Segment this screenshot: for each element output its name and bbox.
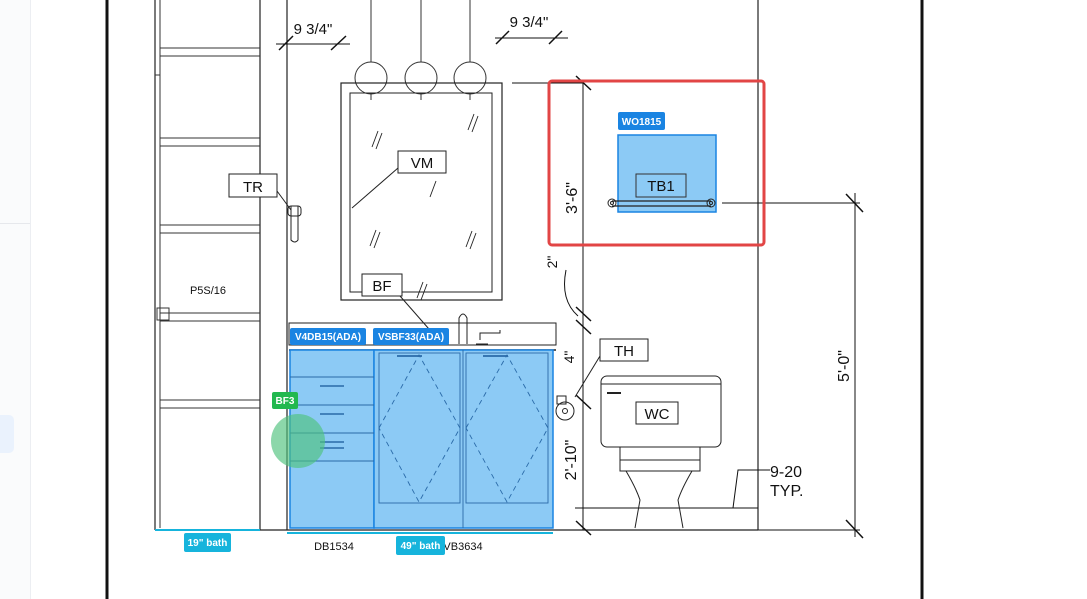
note-leader (732, 469, 770, 509)
svg-text:V4DB15(ADA): V4DB15(ADA) (295, 332, 361, 343)
panel-tab[interactable] (0, 415, 14, 453)
sink-base-cabinet[interactable] (373, 349, 554, 529)
svg-text:VSBF33(ADA): VSBF33(ADA) (378, 332, 444, 343)
svg-text:49" bath: 49" bath (401, 541, 441, 552)
vb-label: VB3634 (443, 541, 482, 553)
wc-label-box (635, 401, 679, 425)
vm-label: VM (411, 155, 434, 172)
tag-wo1815[interactable]: WO1815 (618, 112, 665, 130)
toilet-paper-holder (555, 355, 601, 421)
vanity-mirror (340, 82, 503, 301)
svg-text:19" bath: 19" bath (188, 538, 228, 549)
db-label: DB1534 (314, 541, 354, 553)
top-dimension-lines (276, 30, 568, 51)
tag-vsbf33[interactable]: VSBF33(ADA) (373, 328, 449, 345)
towel-ring (276, 190, 302, 243)
tr-label-box (228, 173, 278, 198)
tb1-label-box (635, 173, 687, 198)
tag-v4db15[interactable]: V4DB15(ADA) (290, 328, 366, 345)
tag-19-bath[interactable]: 19" bath (184, 533, 231, 552)
linen-tower-label: P5S/16 (190, 285, 226, 297)
toilet (600, 375, 722, 529)
tr-label: TR (243, 179, 263, 196)
bf3-marker[interactable] (271, 414, 325, 468)
svg-text:WO1815: WO1815 (622, 117, 662, 128)
wc-label: WC (645, 406, 670, 423)
dim-pendant-left: 9 3/4" (294, 21, 333, 38)
bf-label: BF (372, 278, 391, 295)
dim-2-inch: 2" (544, 256, 560, 269)
dim-towel-bar-height: 3'-6" (564, 182, 581, 214)
bf-label-box (361, 273, 403, 297)
note-typ: TYP. (770, 483, 804, 500)
vertical-dimension-lines (512, 75, 758, 536)
dim-overall-height: 5'-0" (836, 350, 853, 382)
note-9-20: 9-20 (770, 464, 802, 481)
dim-pendant-right: 9 3/4" (510, 14, 549, 31)
left-panel (0, 0, 31, 599)
highlight-box[interactable] (547, 79, 766, 247)
th-label: TH (614, 343, 634, 360)
th-label-box (599, 338, 649, 362)
tag-49-bath[interactable]: 49" bath (396, 536, 445, 555)
tb1-label: TB1 (647, 178, 675, 195)
towel-bar (607, 198, 716, 208)
overall-height-dimension (722, 193, 864, 539)
panel-divider (0, 223, 30, 224)
tag-bf3[interactable]: BF3 (272, 392, 298, 409)
linen-tower (155, 0, 260, 528)
dim-tp-height: 2'-10" (563, 440, 580, 481)
pendant-lights (354, 0, 487, 100)
svg-text:BF3: BF3 (276, 396, 295, 407)
vm-label-box (397, 150, 447, 174)
dim-4-inch: 4" (561, 351, 577, 364)
